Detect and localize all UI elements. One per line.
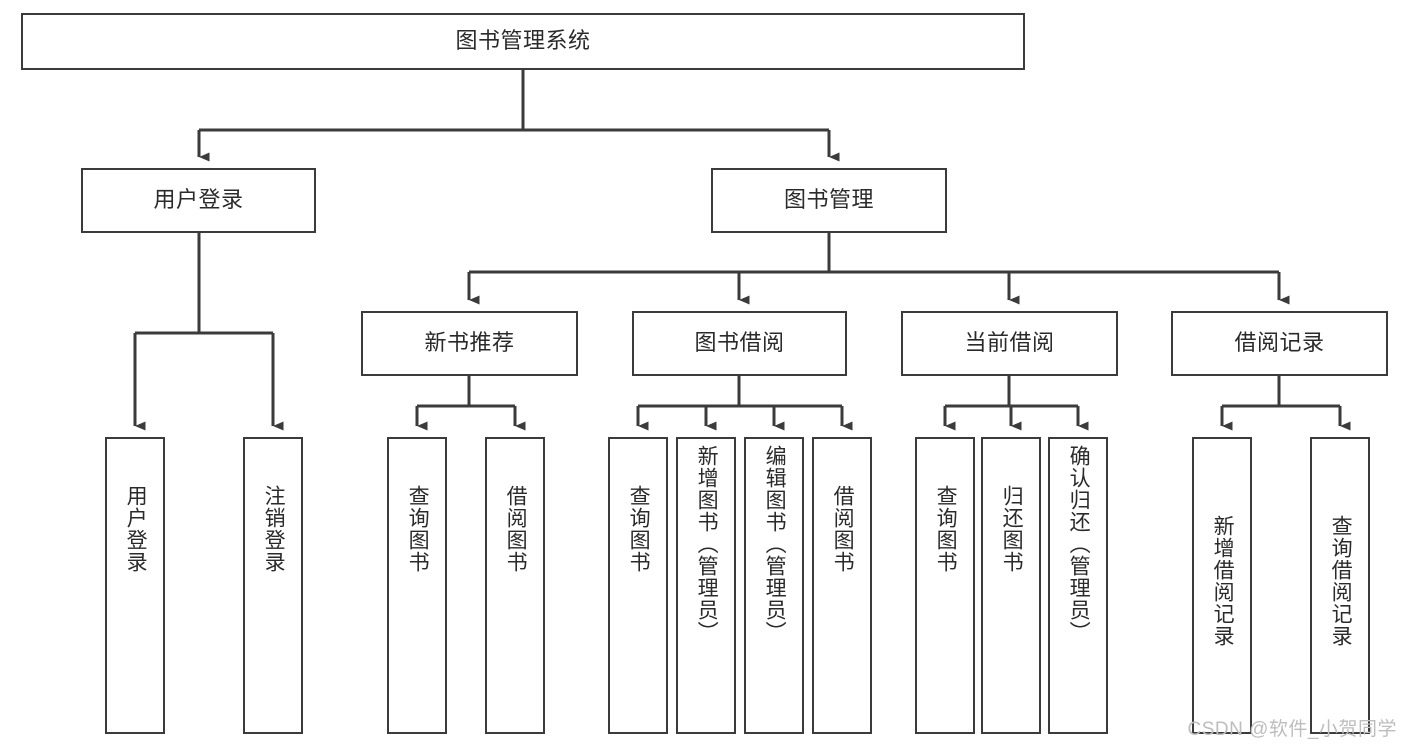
leaf-借阅图书[interactable]: 借阅图书 [485,437,545,734]
node-label: 图书管理系统 [455,28,591,54]
node-label: 查询借阅记录 [1329,515,1353,647]
leaf-查询图书[interactable]: 查询图书 [387,437,447,734]
leaf-编辑图书管理员[interactable]: 编辑图书（管理员） [744,437,804,734]
node-label: 当前借阅 [964,330,1055,356]
node-label: 新增借阅记录 [1211,515,1235,647]
node-label: 借阅图书 [831,485,855,573]
node-label: 新书推荐 [424,330,515,356]
node-label: 用户登录 [153,187,244,213]
node-label: 归还图书 [1000,485,1024,573]
node-label: 查询图书 [406,485,430,573]
node-root-system[interactable]: 图书管理系统 [21,13,1025,70]
node-label: 借阅记录 [1234,330,1325,356]
node-label: 图书管理 [783,187,874,213]
node-label: 图书借阅 [694,330,785,356]
leaf-查询借阅记录[interactable]: 查询借阅记录 [1310,437,1370,734]
leaf-注销登录[interactable]: 注销登录 [243,437,303,734]
node-label: 查询图书 [934,485,958,573]
node-label: 编辑图书（管理员） [763,445,787,643]
node-label: 查询图书 [627,485,651,573]
watermark-text: CSDN @软件_小贺同学 [1187,719,1397,740]
leaf-借阅图书[interactable]: 借阅图书 [812,437,872,734]
node-label: 借阅图书 [504,485,528,573]
leaf-查询图书[interactable]: 查询图书 [915,437,975,734]
node-当前借阅[interactable]: 当前借阅 [901,311,1118,376]
leaf-用户登录[interactable]: 用户登录 [105,437,165,734]
node-新书推荐[interactable]: 新书推荐 [361,311,578,376]
leaf-查询图书[interactable]: 查询图书 [608,437,668,734]
leaf-归还图书[interactable]: 归还图书 [981,437,1041,734]
node-图书管理[interactable]: 图书管理 [711,168,947,233]
node-label: 用户登录 [124,485,148,573]
node-label: 注销登录 [262,485,286,573]
leaf-新增图书管理员[interactable]: 新增图书（管理员） [676,437,736,734]
node-图书借阅[interactable]: 图书借阅 [632,311,847,376]
node-用户登录[interactable]: 用户登录 [81,168,316,233]
node-label: 新增图书（管理员） [695,445,719,643]
leaf-确认归还管理员[interactable]: 确认归还（管理员） [1048,437,1108,734]
node-借阅记录[interactable]: 借阅记录 [1171,311,1388,376]
leaf-新增借阅记录[interactable]: 新增借阅记录 [1192,437,1252,734]
node-label: 确认归还（管理员） [1067,445,1091,643]
